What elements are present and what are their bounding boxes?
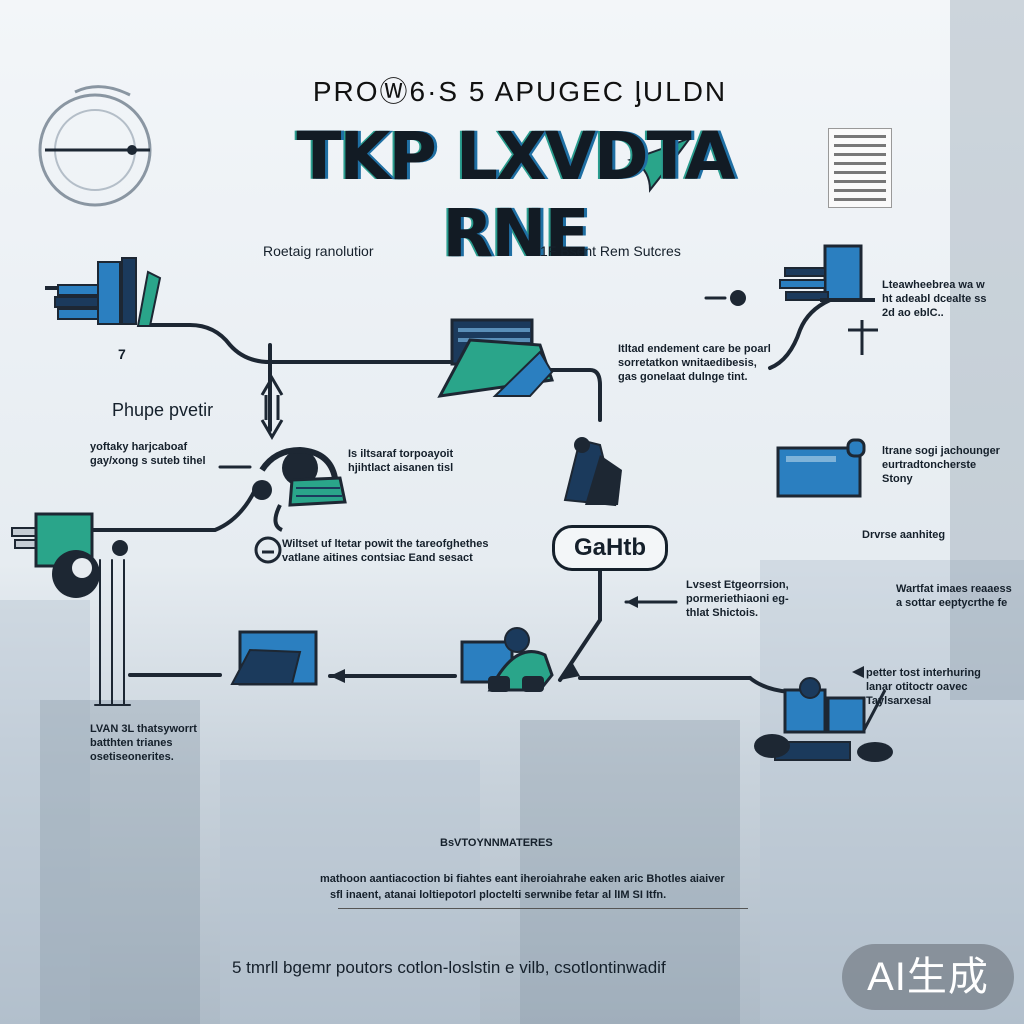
desc-line: thlat Shictois. [686, 607, 759, 619]
desc-line: pormeriethiaoni eg- [686, 593, 789, 605]
desc-line: hjihtlact aisanen tisl [348, 462, 454, 474]
footer-line: sfl inaent, atanai loltiepotorl ploctelt… [330, 889, 667, 901]
arrow-head [852, 666, 864, 678]
background-building [950, 0, 1024, 700]
upper-mid-desc: Itltad endement care be poarl sorretatko… [618, 342, 771, 384]
folder-person-icon [11, 512, 128, 598]
desc-line: batthten trianes [90, 737, 173, 749]
footer-tagline: 5 tmrll bgemr poutors cotlon-loslstin e … [232, 958, 666, 977]
desc-line: 2d ao eblC.. [882, 307, 944, 319]
desc-line: a sottar eeptycrthe fe [896, 597, 1008, 609]
desc-line: osetiseonerites. [90, 751, 174, 763]
desc-line: ltrane sogi jachounger [882, 445, 1000, 457]
arrow-head [330, 669, 345, 683]
background-building [40, 700, 200, 1024]
background-building [0, 600, 90, 1024]
desc-line: petter tost interhuring [866, 667, 981, 679]
diagram-supertitle: PROⓌ6·S 5 APUGEC ᶅULDN [312, 76, 728, 107]
footer-heading: BsVTOYNNMATERES [440, 837, 553, 849]
laptop-icon [230, 630, 318, 686]
desc-line: sorretatkon wnitaedibesis, [618, 357, 757, 369]
desc-line: Is iltsaraf torpoayoit [348, 448, 454, 460]
person-headset-icon [252, 446, 347, 532]
connector-line [99, 559, 125, 706]
desc-line: Taylsarxesal [866, 695, 932, 707]
background-building [520, 720, 740, 1024]
connector-line [148, 323, 452, 364]
top-right-desc: Lteawheebrea wa w ht adeabl dcealte ss 2… [882, 278, 987, 320]
books-icon [45, 257, 162, 327]
label-top-center: 1F Bsent Rem Sutcres [540, 243, 681, 259]
desc-line: eurtradtoncherste [882, 459, 977, 471]
gate-label: GaHtb [552, 525, 668, 571]
arrow-heads [330, 596, 864, 683]
connector-line [538, 368, 602, 422]
workstation-icon [754, 677, 893, 762]
left-desc: yoftaky harjcaboaf gay/xong s suteb tihe… [90, 440, 206, 468]
connector-line [558, 568, 602, 682]
desc-line: lanar otitoctr oavec [866, 681, 968, 693]
label-top-left: Roetaig ranolutior [263, 243, 374, 259]
document-thumbnail-icon [828, 128, 892, 208]
team-icon [460, 627, 554, 692]
shield-icon [254, 536, 282, 564]
connector-line [88, 488, 257, 532]
desc-line: Stony [882, 473, 913, 485]
laptop-icon [730, 244, 878, 355]
footer-line: mathoon aantiacoction bi fiahtes eant ih… [320, 873, 725, 885]
double-arrow-icon [260, 375, 284, 440]
desc-line: yoftaky harjcaboaf [90, 441, 188, 453]
desc-line: vatlane aitines contsiac Eand sesact [282, 552, 473, 564]
connector-lines [88, 296, 832, 706]
desc-line: gas gonelaat dulnge tint. [618, 371, 748, 383]
diagram-title: TKP LXVDTA RNE [296, 118, 735, 272]
bottom-right-desc: petter tost interhuring lanar otitoctr o… [866, 666, 981, 708]
folder-stack-icon [437, 318, 555, 398]
center-desc: Wiltset uf ltetar powit the tareofghethe… [282, 537, 488, 565]
desc-line: Wartfat imaes reaaess [896, 583, 1012, 595]
right-small-label: Drvrse aanhiteg [862, 529, 946, 541]
arrow-head [560, 662, 580, 680]
mid-right-desc: Lvsest Etgeorrsion, pormeriethiaoni eg- … [686, 578, 789, 620]
swoosh-icon [627, 135, 693, 193]
desc-line: Lvsest Etgeorrsion, [686, 579, 789, 591]
folder-icon [776, 438, 866, 498]
clock-icon [38, 85, 152, 207]
label-left-heading: Phupe pvetir [112, 400, 214, 420]
desc-line: ht adeabl dcealte ss [882, 293, 987, 305]
desc-line: Wiltset uf ltetar powit the tareofghethe… [282, 538, 489, 550]
far-right-desc: Wartfat imaes reaaess a sottar eeptycrth… [896, 582, 1012, 610]
bottom-left-desc: LVAN 3L thatsyworrt batthten trianes ose… [90, 722, 197, 764]
desc-line: Itltad endement care be poarl [618, 343, 771, 355]
footer-divider [338, 908, 748, 909]
desc-line: Lteawheebrea wa w [882, 279, 985, 291]
background-building [220, 760, 480, 1024]
connector-line [768, 298, 832, 370]
center-left-desc: Is iltsaraf torpoayoit hjihtlact aisanen… [348, 447, 453, 475]
arrow-head [626, 596, 638, 608]
desc-line: gay/xong s suteb tihel [90, 455, 206, 467]
person-bag-icon [563, 437, 622, 507]
ai-generated-watermark: AI生成 [842, 944, 1014, 1010]
label-number-seven: 7 [118, 346, 126, 362]
desc-line: LVAN 3L thatsyworrt [90, 723, 197, 735]
right-desc: ltrane sogi jachounger eurtradtoncherste… [882, 444, 1000, 486]
